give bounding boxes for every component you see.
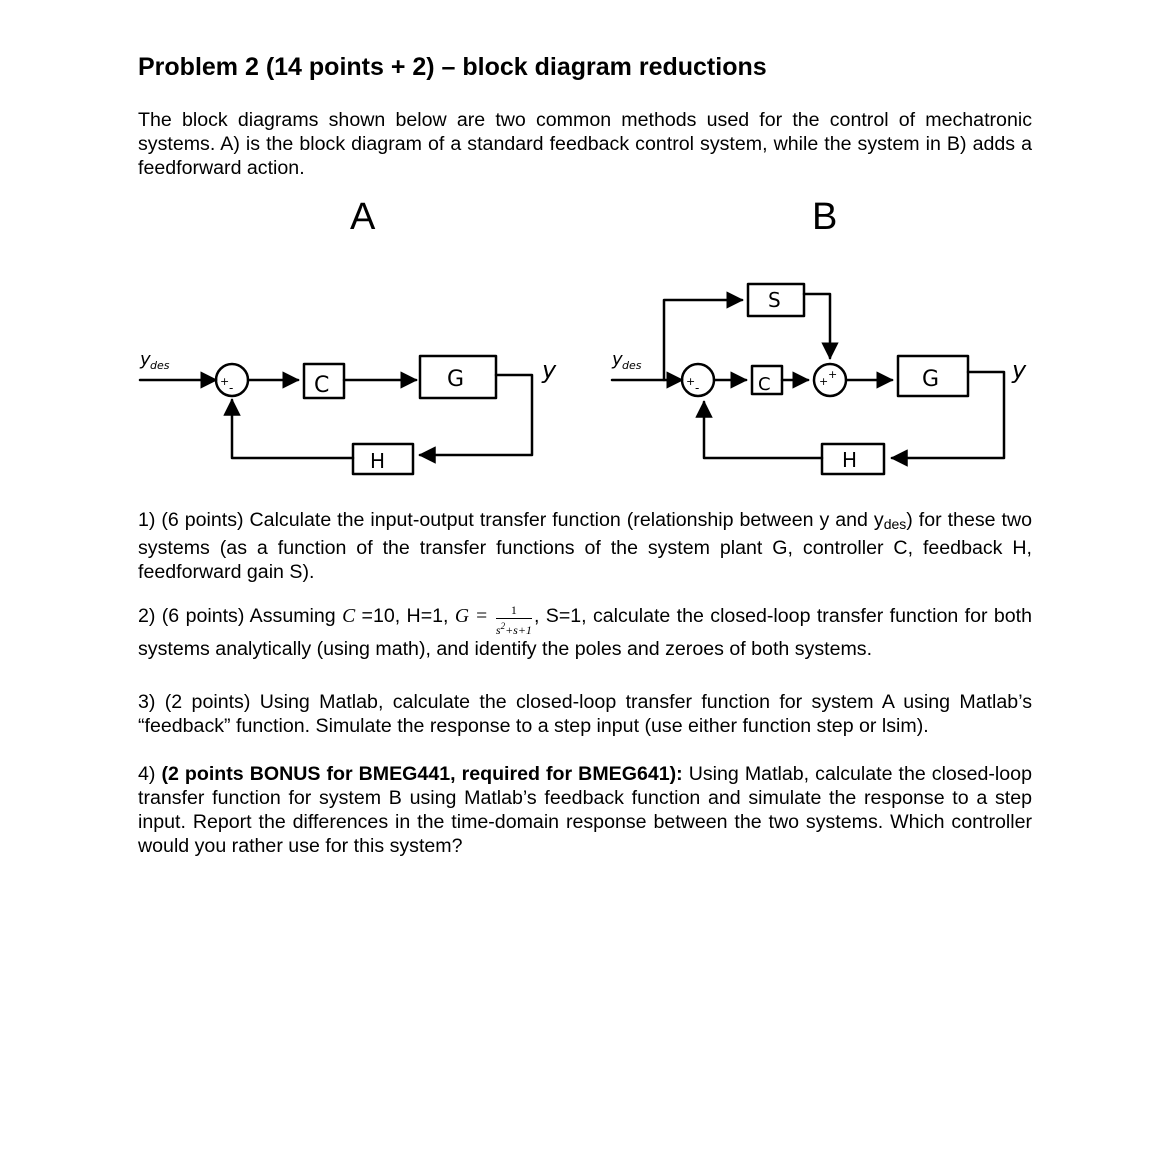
diagram-b-c-label: C: [758, 374, 771, 395]
diagram-b-output-label: y: [1011, 356, 1027, 384]
diagram-b-sum2-plus-left: +: [819, 375, 828, 388]
diagram-a-g-label: G: [447, 367, 464, 392]
diagram-b: [610, 282, 1006, 476]
diagram-b-s-label: S: [768, 288, 781, 312]
diagram-a-minus-sign: -: [229, 381, 233, 395]
diagram-a-input-label: y: [139, 349, 151, 370]
block-diagrams: y des y C G H + - y des y S C G H + - + …: [138, 282, 1027, 476]
diagram-a-h-label: H: [370, 449, 385, 473]
diagram-b-g-label: G: [922, 367, 939, 392]
diagram-b-label: B: [812, 196, 838, 238]
diagram-a-output-label: y: [541, 356, 557, 384]
diagram-a: [138, 354, 534, 476]
diagram-b-plant-block: [896, 354, 970, 398]
diagram-a-plant-block: [418, 354, 498, 400]
problem-title: Problem 2 (14 points + 2) – block diagra…: [138, 53, 767, 81]
diagram-a-plus-sign: +: [220, 375, 229, 388]
diagram-a-label: A: [350, 196, 376, 238]
question-1: 1) (6 points) Calculate the input-output…: [138, 509, 1032, 583]
diagram-b-sum1-minus: -: [695, 381, 699, 395]
diagram-b-h-label: H: [842, 448, 857, 472]
question-4: 4) (2 points BONUS for BMEG441, required…: [138, 763, 1032, 857]
diagram-b-sum2-plus-top: +: [828, 368, 837, 381]
diagram-b-sum1-plus: +: [686, 375, 695, 388]
diagram-a-c-label: C: [314, 373, 329, 398]
question-2: 2) (6 points) Assuming C =10, H=1, G = 1…: [138, 603, 1032, 661]
diagram-b-input-sub: des: [622, 359, 642, 372]
intro-paragraph: The block diagrams shown below are two c…: [138, 109, 1032, 179]
diagram-a-input-sub: des: [150, 359, 170, 372]
question-3: 3) (2 points) Using Matlab, calculate th…: [138, 691, 1032, 737]
diagram-b-input-label: y: [611, 349, 623, 370]
diagram-b-feedforward-block: [746, 282, 806, 318]
